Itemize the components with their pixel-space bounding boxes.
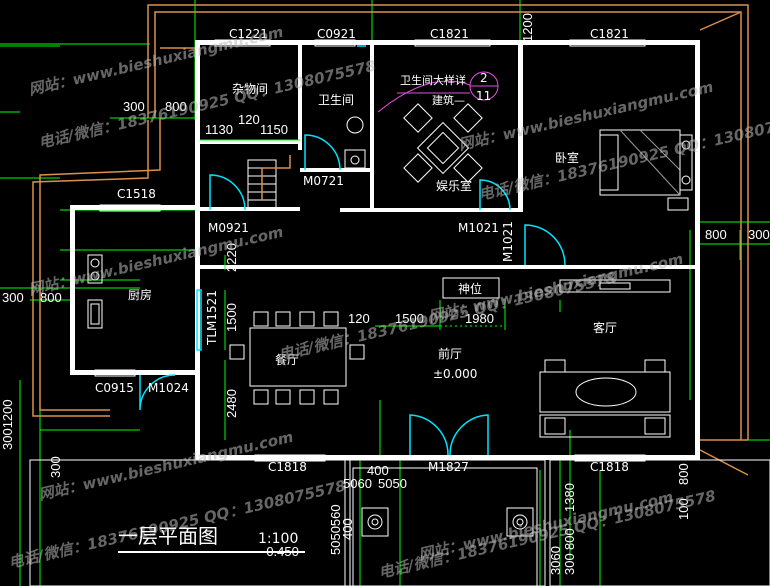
dim-400-b: 400 xyxy=(340,518,355,540)
door-m1024: M1024 xyxy=(148,381,189,395)
door-m1021-b: M1021 xyxy=(501,221,515,262)
detail-callout: 卫生间大样详 建筑— 2 11 xyxy=(377,71,499,113)
dim-3060: 3060 xyxy=(548,546,563,575)
door-tlm1521: TLM1521 xyxy=(205,290,219,346)
toilet-fixtures xyxy=(344,116,366,169)
window-c1818-b: C1818 xyxy=(590,460,629,474)
bed xyxy=(599,129,693,211)
dim-2220: 2220 xyxy=(224,243,239,272)
dim-1150: 1150 xyxy=(260,122,288,137)
watermark-website: 网站：www.bieshuxiangmu.com xyxy=(417,488,675,564)
watermark-website: 网站：www.bieshuxiangmu.com xyxy=(27,223,285,299)
dimension-lines xyxy=(30,117,770,586)
room-bedroom: 卧室 xyxy=(555,150,579,165)
dim-300-bottom-left: 300 xyxy=(48,456,63,478)
dim-300-left: 300 xyxy=(123,99,145,114)
living-furniture xyxy=(539,279,671,438)
mahjong-table xyxy=(403,103,483,183)
drawing-title-block: 一层平面图 1:100 xyxy=(118,524,305,553)
dim-1130: 1130 xyxy=(205,122,233,137)
room-entertainment: 娱乐室 xyxy=(436,178,472,193)
dim-5060: 5060 xyxy=(343,476,372,491)
entry-steps xyxy=(29,459,770,586)
dim-1500-horizontal: 1500 xyxy=(395,311,424,326)
dim-800-right: 800 xyxy=(705,227,727,242)
dim-1980: 1980 xyxy=(465,311,494,326)
dim-120-a: 120 xyxy=(238,112,260,127)
dining-table xyxy=(229,311,365,405)
dim-400: 400 xyxy=(367,463,389,478)
dim-120-b: 120 xyxy=(348,311,370,326)
dim-1200-left-vertical: 3001200 xyxy=(0,399,15,450)
window-labels: C1221 C0921 C1821 C1821 C1518 C0915 C181… xyxy=(95,27,629,474)
room-hall-level: ±0.000 xyxy=(433,367,477,381)
dim-800-kitchen: 800 xyxy=(40,290,62,305)
dimension-labels: 300 800 1130 120 1150 1200 800 300 2220 … xyxy=(0,13,770,575)
door-swings xyxy=(139,45,566,456)
dim-300-b: 300 xyxy=(562,553,577,575)
dim-100: 100 xyxy=(676,498,691,520)
door-m1827: M1827 xyxy=(428,460,469,474)
room-storage: 杂物间 xyxy=(232,82,268,96)
room-labels: 杂物间 卫生间 娱乐室 卧室 厨房 神位 客厅 餐厅 前厅 ±0.000 xyxy=(128,82,617,381)
dim-5050: 5050 xyxy=(378,476,407,491)
detail-note-num-top: 2 xyxy=(480,71,488,85)
dim-300-kitchen: 300 xyxy=(2,290,24,305)
window-c1221: C1221 xyxy=(229,27,268,41)
detail-note-line1: 卫生间大样详 xyxy=(400,73,466,87)
detail-note-line2: 建筑— xyxy=(432,93,465,107)
room-shrine: 神位 xyxy=(458,281,482,296)
door-m0721: M0721 xyxy=(303,174,344,188)
window-c0915: C0915 xyxy=(95,381,134,395)
window-c0921: C0921 xyxy=(317,27,356,41)
door-m1021-a: M1021 xyxy=(458,221,499,235)
door-m0921: M0921 xyxy=(208,221,249,235)
detail-note-num-bottom: 11 xyxy=(476,89,491,103)
dim-800-b: 800 xyxy=(562,528,577,550)
kitchen-fixtures xyxy=(87,254,103,329)
staircase xyxy=(247,155,291,209)
window-c1818-a: C1818 xyxy=(268,460,307,474)
walls xyxy=(70,40,700,460)
room-kitchen: 厨房 xyxy=(128,287,152,302)
dim-300-right: 300 xyxy=(748,227,770,242)
drawing-scale: 1:100 xyxy=(258,531,298,547)
window-c1518: C1518 xyxy=(117,187,156,201)
dim-1200-top: 1200 xyxy=(520,13,535,42)
dim-5050-b: 5050560 xyxy=(328,504,343,555)
window-c1821-b: C1821 xyxy=(590,27,629,41)
room-living: 客厅 xyxy=(593,320,617,335)
dim-1500-vertical: 1500 xyxy=(224,303,239,332)
dim-800-c: 800 xyxy=(676,463,691,485)
watermark-website: 网站：www.bieshuxiangmu.com xyxy=(37,428,295,504)
dim-2480: 2480 xyxy=(224,389,239,418)
room-hall: 前厅 xyxy=(438,346,462,361)
room-toilet: 卫生间 xyxy=(318,93,354,107)
room-dining: 餐厅 xyxy=(275,352,299,367)
window-openings xyxy=(94,39,646,462)
watermarks: 网站：www.bieshuxiangmu.com 电话/微信：183761909… xyxy=(7,23,770,582)
dim-1380: 1380 xyxy=(562,483,577,512)
shrine-cabinet xyxy=(442,277,500,299)
drawing-title: 一层平面图 xyxy=(118,524,218,548)
door-labels: M0721 M0921 M1021 M1021 M1024 TLM1521 M1… xyxy=(148,174,515,474)
window-c1821-a: C1821 xyxy=(430,27,469,41)
dim-800-left: 800 xyxy=(165,99,187,114)
